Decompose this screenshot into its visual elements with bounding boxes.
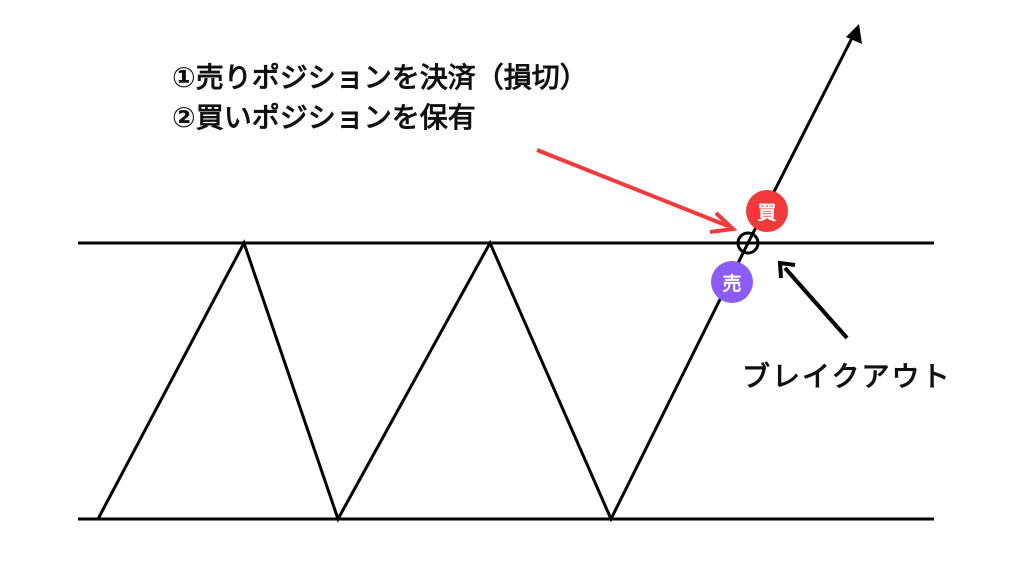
red-pointer-arrow <box>536 148 729 228</box>
breakout-point-marker-icon <box>736 231 760 255</box>
annotation-text: ①売りポジションを決済（損切） ②買いポジションを保有 <box>172 58 588 138</box>
breakout-label: ブレイクアウト <box>742 360 952 393</box>
annotation-line-1: ①売りポジションを決済（損切） <box>172 61 588 94</box>
price-path <box>96 31 857 523</box>
annotation-line-2: ②買いポジションを保有 <box>172 101 476 134</box>
sell-badge: 売 <box>711 261 753 303</box>
breakout-pointer-arrow <box>783 266 849 340</box>
price-arrowhead-icon <box>846 24 862 44</box>
red-pointer-arrowhead-icon <box>709 211 738 234</box>
breakout-pointer-arrowhead-icon <box>777 260 796 279</box>
buy-badge: 買 <box>746 190 788 232</box>
